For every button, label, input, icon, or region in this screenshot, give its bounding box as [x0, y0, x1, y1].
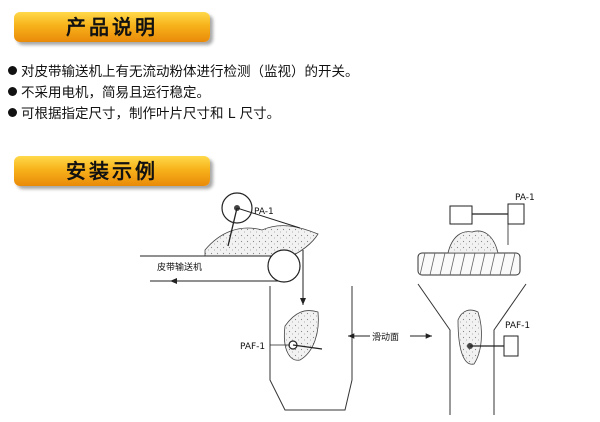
silo-hopper [417, 283, 527, 415]
label-slide: 滑动面 [372, 332, 399, 343]
installation-diagram: PA-1 皮带输送机 PAF-1 滑动面 PA-1 PAF-1 [140, 192, 535, 415]
section-header-product: 产品说明 [14, 12, 210, 42]
bullet-icon [8, 108, 17, 117]
right-silo-group [417, 203, 527, 415]
feature-text: 不采用电机，简易且运行稳定。 [21, 85, 210, 101]
screw-conveyor-body [417, 252, 521, 276]
feature-text: 对皮带输送机上有无流动粉体进行检测（监视）的开关。 [21, 64, 359, 80]
label-conveyor: 皮带输送机 [157, 261, 202, 273]
pa1-sensor-arm [236, 207, 301, 229]
conveyor-powder-pile [204, 225, 319, 257]
pa1-sensor-paddle [227, 207, 238, 247]
silo-top-powder [447, 230, 499, 254]
paf1-right-sensor [503, 335, 519, 357]
label-paf1-left: PAF-1 [240, 342, 265, 352]
pa1-right-housing [449, 205, 473, 225]
silo-inner-powder [457, 309, 482, 365]
bullet-icon [8, 66, 17, 75]
screw-flights [419, 252, 516, 276]
bullet-icon [8, 87, 17, 96]
label-paf1-right: PAF-1 [505, 321, 530, 331]
label-pa1-left: PA-1 [254, 207, 274, 217]
label-pa1-right: PA-1 [515, 193, 535, 203]
section-title-install: 安装示例 [66, 159, 158, 183]
feature-item: 不采用电机，简易且运行稳定。 [8, 83, 359, 104]
section-header-install: 安装示例 [14, 156, 210, 186]
feature-text: 可根据指定尺寸，制作叶片尺寸和 L 尺寸。 [21, 106, 281, 122]
left-conveyor-group [140, 192, 353, 411]
left-chute [269, 286, 353, 411]
feature-item: 可根据指定尺寸，制作叶片尺寸和 L 尺寸。 [8, 104, 359, 125]
pa1-right-sensor [507, 203, 525, 225]
section-title-product: 产品说明 [66, 15, 158, 39]
chute-powder [283, 310, 319, 361]
conveyor-pulley [267, 249, 301, 283]
feature-list: 对皮带输送机上有无流动粉体进行检测（监视）的开关。 不采用电机，简易且运行稳定。… [8, 62, 359, 125]
feature-item: 对皮带输送机上有无流动粉体进行检测（监视）的开关。 [8, 62, 359, 83]
paf1-paddle-left [292, 344, 323, 350]
